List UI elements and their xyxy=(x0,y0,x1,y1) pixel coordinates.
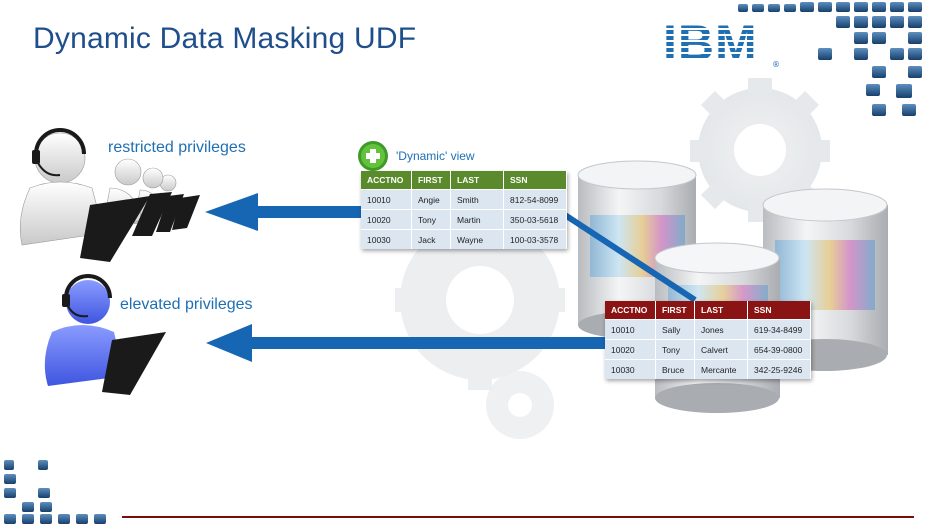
footer-rule xyxy=(122,516,914,518)
table-cell: Tony xyxy=(411,209,451,230)
column-header: ACCTNO xyxy=(605,301,656,320)
table-cell: 10020 xyxy=(605,339,656,360)
arrow-left-icon xyxy=(206,324,606,362)
column-header: LAST xyxy=(694,301,748,320)
table-cell: Mercante xyxy=(694,359,748,379)
page-title: Dynamic Data Masking UDF xyxy=(33,22,417,55)
column-header: ACCTNO xyxy=(361,171,412,190)
table-header-row: ACCTNO FIRST LAST SSN xyxy=(605,301,811,320)
restricted-privileges-label: restricted privileges xyxy=(108,139,246,156)
table-header-row: ACCTNO FIRST LAST SSN xyxy=(361,171,567,190)
column-header: LAST xyxy=(450,171,504,190)
table-row: 10030 Jack Wayne 100-03-3578 xyxy=(361,229,567,249)
table-cell: 100-03-3578 xyxy=(503,229,567,249)
table-cell: Angie xyxy=(411,189,451,210)
gear-icon xyxy=(486,371,554,439)
call-center-agents-icon xyxy=(19,128,200,262)
column-header: SSN xyxy=(747,301,811,320)
table-cell: 10010 xyxy=(605,319,656,340)
arrow-left-icon xyxy=(205,193,361,231)
database-icon xyxy=(762,188,888,371)
table-row: 10030 Bruce Mercante 342-25-9246 xyxy=(605,359,811,379)
column-header: SSN xyxy=(503,171,567,190)
decorative-squares xyxy=(738,2,922,116)
base-table: ACCTNO FIRST LAST SSN 10010 Sally Jones … xyxy=(605,301,811,379)
elevated-privileges-label: elevated privileges xyxy=(120,296,253,313)
table-cell: Smith xyxy=(450,189,504,210)
registered-mark: ® xyxy=(772,60,780,69)
privileged-user-icon xyxy=(44,274,166,395)
table-cell: 350-03-5618 xyxy=(503,209,567,230)
dynamic-view-label: 'Dynamic' view xyxy=(396,149,475,163)
table-row: 10010 Sally Jones 619-34-8499 xyxy=(605,319,811,340)
table-row: 10020 Tony Martin 350-03-5618 xyxy=(361,209,567,230)
connector-line xyxy=(563,212,697,303)
table-cell: Wayne xyxy=(450,229,504,249)
ibm-logo: IBM xyxy=(663,15,758,71)
table-row: 10020 Tony Calvert 654-39-0800 xyxy=(605,339,811,360)
table-cell: Bruce xyxy=(655,359,695,379)
table-cell: 10010 xyxy=(361,189,412,210)
table-cell: Jack xyxy=(411,229,451,249)
table-cell: Jones xyxy=(694,319,748,340)
table-cell: 619-34-8499 xyxy=(747,319,811,340)
plus-icon xyxy=(358,141,388,171)
dynamic-view-table: ACCTNO FIRST LAST SSN 10010 Angie Smith … xyxy=(361,171,567,249)
column-header: FIRST xyxy=(411,171,451,190)
table-row: 10010 Angie Smith 812-54-8099 xyxy=(361,189,567,210)
column-header: FIRST xyxy=(655,301,695,320)
table-cell: Tony xyxy=(655,339,695,360)
table-cell: Sally xyxy=(655,319,695,340)
table-cell: Martin xyxy=(450,209,504,230)
table-cell: 10030 xyxy=(361,229,412,249)
table-cell: 10020 xyxy=(361,209,412,230)
table-cell: Calvert xyxy=(694,339,748,360)
table-cell: 654-39-0800 xyxy=(747,339,811,360)
table-cell: 812-54-8099 xyxy=(503,189,567,210)
table-cell: 342-25-9246 xyxy=(747,359,811,379)
decorative-squares xyxy=(4,460,106,524)
table-cell: 10030 xyxy=(605,359,656,379)
